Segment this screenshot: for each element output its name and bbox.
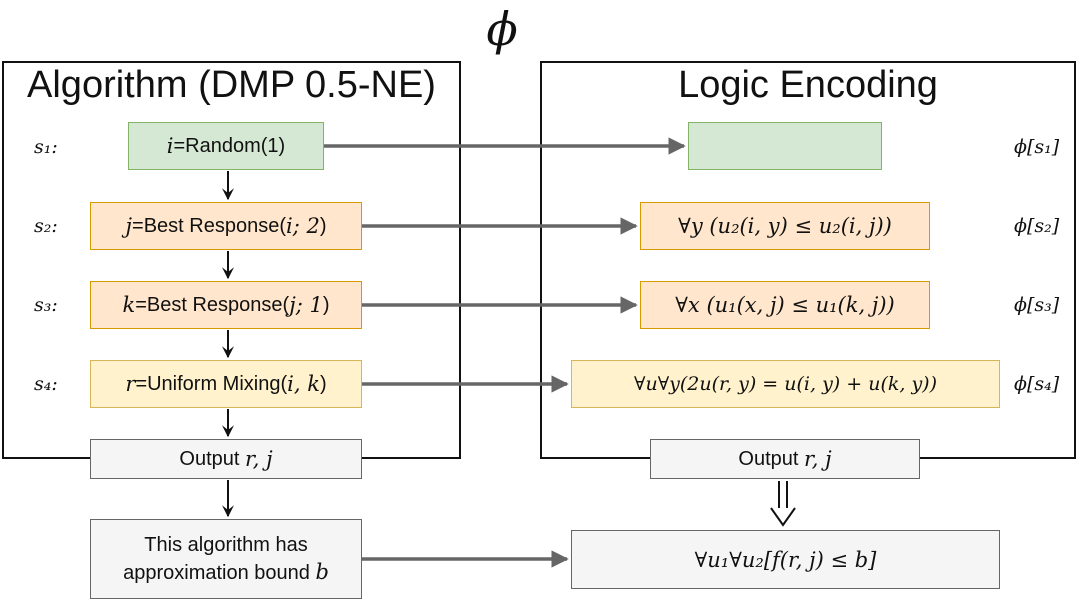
- logic-output-prefix: Output: [738, 447, 799, 470]
- logic-output-vars: r, j: [804, 447, 832, 471]
- algorithm-output-prefix: Output: [179, 447, 240, 470]
- logic-output-box: Output r, j: [650, 439, 920, 479]
- step-s2-var: j: [125, 214, 133, 238]
- step-s4-close: ): [319, 372, 327, 395]
- phi-label-s4: ϕ[s₄]: [1014, 373, 1060, 395]
- step-s3-close: ): [322, 293, 330, 316]
- step-s1-text: =Random(1): [173, 134, 286, 157]
- step-label-s1: s₁:: [34, 136, 58, 158]
- logic-s3-box: ∀x (u₁(x, j) ≤ u₁(k, j)): [640, 281, 930, 329]
- step-s3-var: k: [122, 293, 136, 317]
- step-s2-close: ): [319, 214, 327, 237]
- step-label-s2: s₂:: [34, 215, 58, 237]
- step-s3-text: =Best Response(: [135, 293, 290, 316]
- step-s1-box: i=Random(1): [128, 122, 324, 170]
- logic-s4-text: ∀u∀y(2u(r, y) = u(i, y) + u(k, y)): [633, 373, 938, 395]
- phi-label-s2: ϕ[s₂]: [1014, 215, 1060, 237]
- phi-symbol: ϕ: [486, 2, 518, 56]
- implies-double-arrow: [770, 481, 796, 527]
- step-s4-var: r: [125, 372, 136, 396]
- step-label-s4: s₄:: [34, 373, 58, 395]
- step-s3-box: k=Best Response(j; 1): [90, 281, 362, 329]
- logic-s1-box: [688, 122, 882, 170]
- approximation-bound-box: This algorithm has approximation bound b: [90, 519, 362, 599]
- logic-s3-text: ∀x (u₁(x, j) ≤ u₁(k, j)): [675, 293, 895, 317]
- algorithm-title: Algorithm (DMP 0.5-NE): [27, 64, 436, 106]
- phi-label-s3: ϕ[s₃]: [1014, 294, 1060, 316]
- step-s4-text: =Uniform Mixing(: [135, 372, 288, 395]
- step-s3-args: j; 1: [289, 293, 323, 317]
- logic-encoding-title: Logic Encoding: [678, 64, 938, 106]
- logic-s2-box: ∀y (u₂(i, y) ≤ u₂(i, j)): [640, 202, 930, 250]
- final-logic-text: ∀u₁∀u₂[f(r, j) ≤ b]: [694, 547, 877, 572]
- phi-label-s1: ϕ[s₁]: [1014, 136, 1060, 158]
- approximation-bound-var: b: [315, 559, 329, 584]
- algorithm-output-box: Output r, j: [90, 439, 362, 479]
- step-label-s3: s₃:: [34, 294, 58, 316]
- logic-s4-box: ∀u∀y(2u(r, y) = u(i, y) + u(k, y)): [571, 360, 1000, 408]
- approximation-bound-text: This algorithm has approximation bound: [123, 533, 316, 584]
- step-s2-box: j=Best Response(i; 2): [90, 202, 362, 250]
- step-s2-args: i; 2: [286, 214, 320, 238]
- step-s4-args: i, k: [287, 372, 320, 396]
- final-logic-box: ∀u₁∀u₂[f(r, j) ≤ b]: [571, 530, 1000, 589]
- step-s4-box: r=Uniform Mixing(i, k): [90, 360, 362, 408]
- step-s1-var: i: [166, 134, 174, 158]
- logic-s2-text: ∀y (u₂(i, y) ≤ u₂(i, j)): [678, 214, 892, 238]
- step-s2-text: =Best Response(: [132, 214, 286, 237]
- algorithm-output-vars: r, j: [245, 447, 273, 471]
